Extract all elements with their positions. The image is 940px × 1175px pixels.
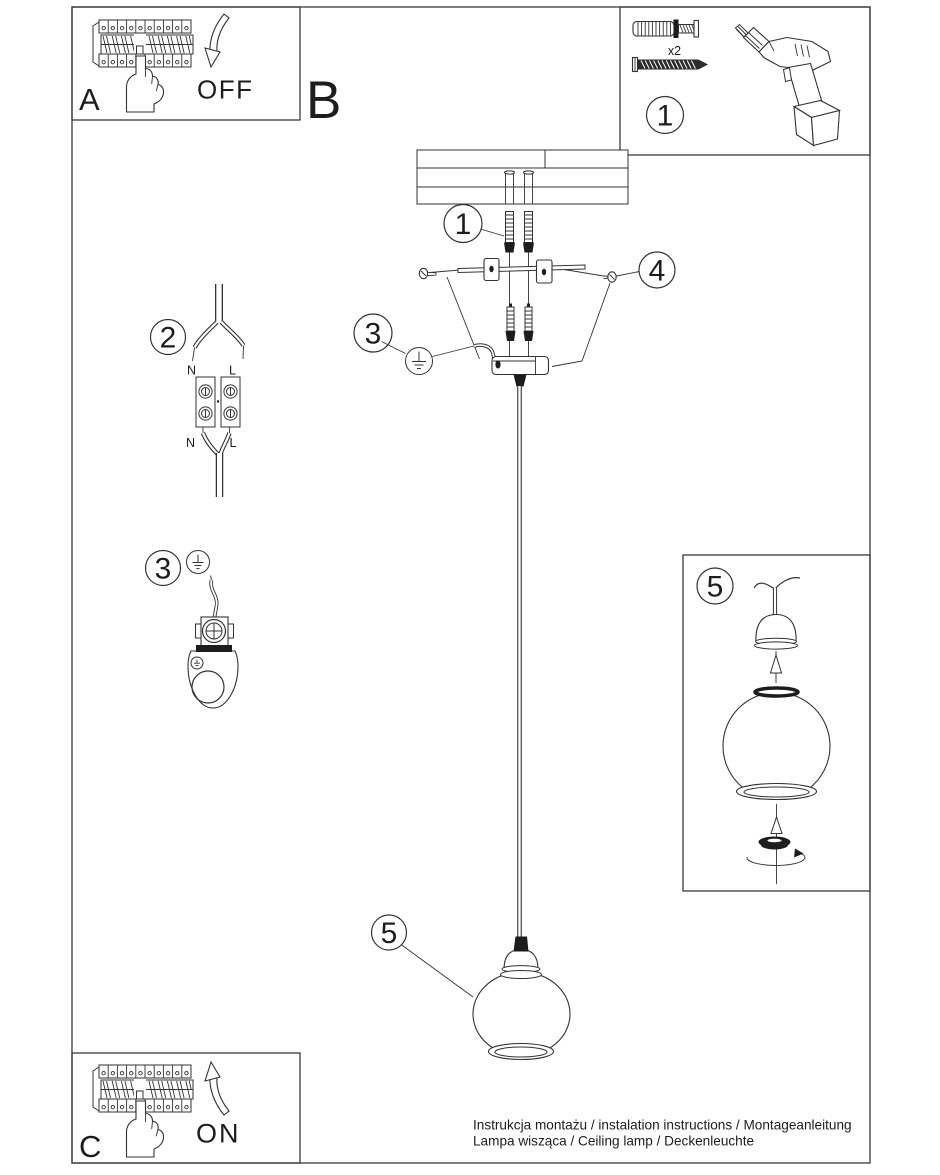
pendant-lamp: 5: [370, 914, 571, 1061]
kit-step-badge: 1: [645, 95, 685, 135]
socket-collar: [500, 965, 542, 979]
footer-text: Instrukcja montażu / instalation instruc…: [473, 1118, 852, 1149]
breaker-panel-illustration: [92, 19, 194, 113]
section-a-box: [71, 6, 301, 121]
assembly-guide-lines: [429, 267, 611, 367]
section-a-label: A: [79, 82, 100, 117]
assembly-arrow-top: [769, 651, 783, 683]
wall-plug-icon: [632, 19, 700, 38]
screw-icon: [631, 56, 708, 73]
callout-3-number: 3: [365, 318, 382, 351]
callout-4-number: 4: [649, 255, 666, 288]
ceiling-illustration: [416, 149, 629, 205]
arrow-up-icon: [204, 1061, 230, 1116]
section-b-label: B: [306, 71, 341, 130]
shade-box-border: [682, 554, 871, 892]
on-label: ON: [196, 1119, 241, 1149]
callout-5: 5: [696, 567, 734, 605]
rotation-arrow: [746, 848, 806, 866]
callout-3b: 3: [144, 549, 182, 587]
wire-label-n-top: N: [187, 364, 196, 378]
terminal-block: [195, 376, 241, 428]
callout-3-canopy: 3: [353, 313, 406, 354]
wall-plug-right: [523, 211, 534, 253]
bracket-screw-right: [603, 271, 617, 283]
bracket-plate: [187, 645, 239, 709]
footer-line-1: Instrukcja montażu / instalation instruc…: [473, 1118, 852, 1133]
callout-4: 4: [616, 251, 676, 289]
ground-terminal-clamp: [195, 616, 234, 647]
wire-label-l-bottom: L: [230, 436, 237, 450]
canopy-screws: [505, 303, 534, 341]
globe-shade-exploded: [722, 686, 831, 801]
callout-1: 1: [443, 203, 505, 244]
callout-5b: 5: [370, 914, 474, 998]
callout-2: 2: [149, 318, 187, 356]
breaker-panel-illustration-c: [92, 1064, 194, 1158]
shade-assembly-box: 5: [682, 554, 871, 892]
kit-box: x2 1: [619, 6, 871, 156]
section-a-panel: A OFF: [71, 6, 301, 121]
socket-cover-exploded: [754, 613, 798, 650]
bracket-screw-left: [418, 267, 437, 280]
ground-clamp-diagram: 3: [144, 549, 239, 709]
quantity-label: x2: [668, 44, 681, 58]
canopy: [473, 343, 550, 387]
globe-bottom-ring: [487, 1042, 555, 1061]
callout-5b-number: 5: [381, 917, 398, 950]
callout-2-number: 2: [160, 322, 177, 355]
footer-line-2: Lampa wisząca / Ceiling lamp / Deckenleu…: [473, 1134, 754, 1149]
arrow-down-icon: [204, 13, 230, 68]
callout-1-number: 1: [455, 208, 472, 241]
ground-symbol: [186, 550, 210, 574]
wall-plug-left: [504, 211, 515, 253]
kit-box-border: [619, 6, 871, 156]
off-label: OFF: [197, 75, 254, 105]
terminal-connection-diagram: 2 N L N L: [149, 284, 246, 497]
section-c-label: C: [79, 1129, 101, 1164]
callout-3b-number: 3: [155, 553, 172, 586]
section-c-box: [71, 1052, 301, 1164]
wire-label-n-bottom: N: [186, 436, 195, 450]
mounting-bracket: [457, 257, 586, 284]
callout-5-number: 5: [707, 571, 724, 604]
retaining-ring: [758, 836, 791, 850]
kit-step-number: 1: [657, 100, 674, 133]
wire-label-l-top: L: [229, 364, 236, 378]
cord-hook: [753, 577, 801, 590]
drill-icon: [734, 23, 842, 147]
cable-grip: [513, 936, 529, 952]
ground-symbol-canopy: [405, 345, 475, 375]
section-c-panel: C ON: [71, 1052, 301, 1164]
